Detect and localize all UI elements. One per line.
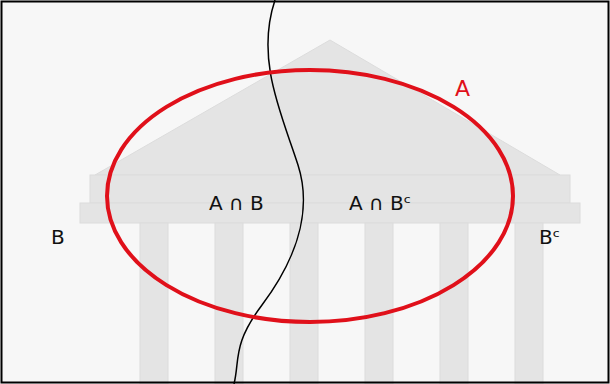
event-name: A: [455, 78, 470, 100]
region-label: B: [51, 227, 65, 247]
ellipse-outline: [105, 68, 515, 324]
partition-curve: [234, 0, 303, 384]
event-ellipse: A: [105, 68, 515, 324]
region-label: A ∩ Bᶜ: [349, 193, 411, 213]
region-label: Bᶜ: [539, 227, 560, 247]
building-sketch: [80, 40, 580, 384]
region-label: A ∩ B: [209, 193, 264, 213]
